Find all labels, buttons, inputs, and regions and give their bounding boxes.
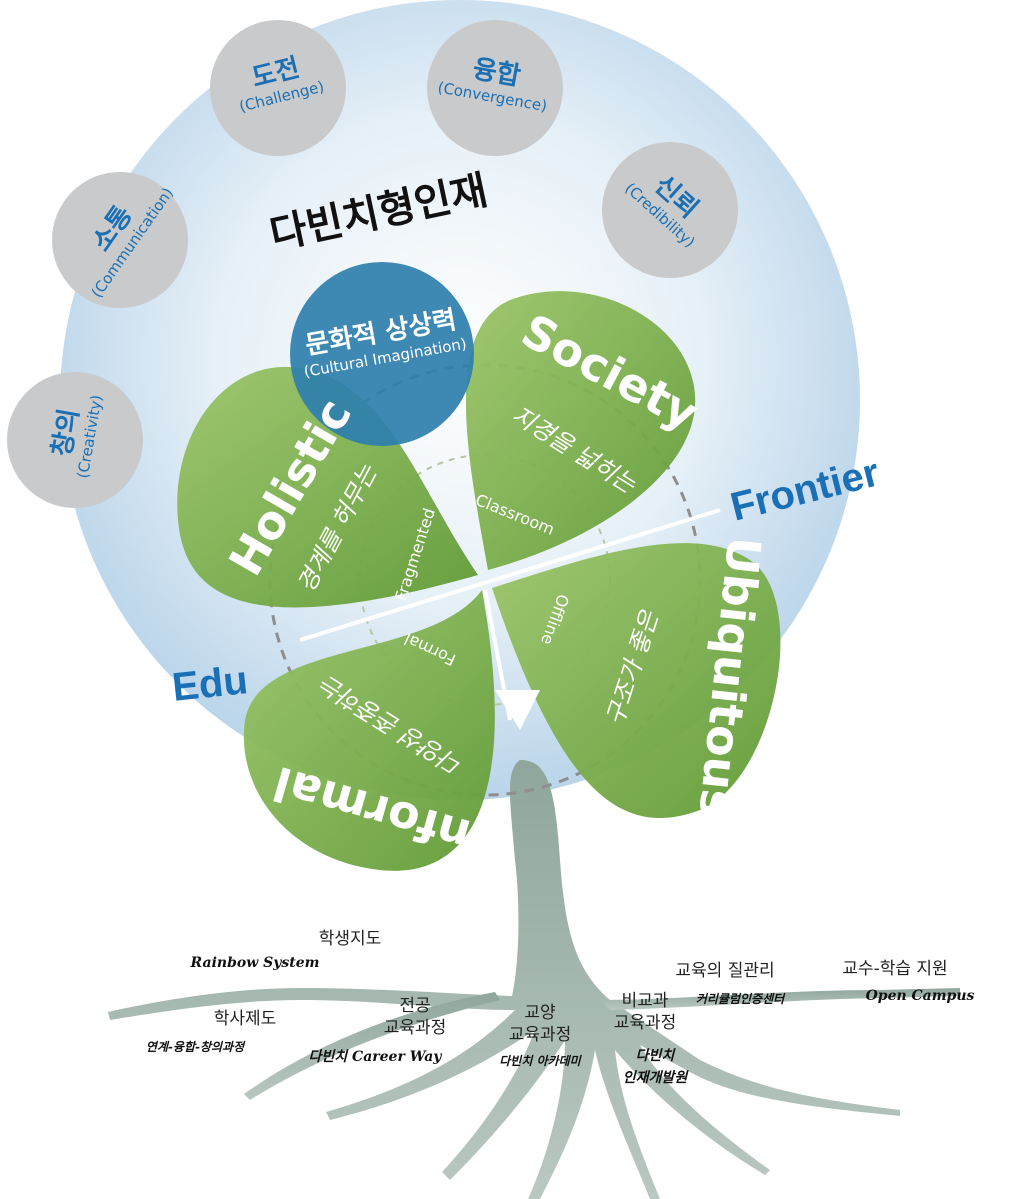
value-circle-challenge [210, 20, 346, 156]
root-label-extracurricular: 비교과 교육과정 [613, 991, 677, 1033]
value-circle-creativity [7, 372, 143, 508]
root-label-liberal-curriculum: 교양 교육과정 [508, 1003, 572, 1045]
value-circle-credibility [602, 142, 738, 278]
leaf-informal [243, 590, 495, 871]
root-sub-teaching-support: Open Campus [865, 988, 975, 1004]
root-sub-student-guidance: Rainbow System [190, 955, 320, 971]
value-circle-convergence [427, 20, 563, 156]
root-sub-academic-system: 연계-융합-창의과정 [145, 1040, 245, 1054]
root-sub-major-curriculum: 다빈치 Career Way [308, 1049, 442, 1065]
leaf-society [465, 291, 696, 570]
value-circle-communication [52, 172, 188, 308]
trunk-and-roots [108, 760, 960, 1199]
root-label-academic-system: 학사제도 [213, 1009, 277, 1029]
arrow-head [495, 690, 540, 730]
root-label-student-guidance: 학생지도 [318, 929, 382, 949]
root-label-quality-management: 교육의 질관리 [675, 961, 775, 981]
root-sub-liberal-curriculum: 다빈치 아카데미 [499, 1054, 581, 1068]
root-label-major-curriculum: 전공 교육과정 [383, 996, 447, 1038]
root-sub-extracurricular: 다빈치 인재개발원 [622, 1048, 688, 1086]
root-label-teaching-support: 교수-학습 지원 [842, 959, 948, 979]
leaf-holistic [177, 366, 478, 608]
root-sub-quality-management: 커리큘럼인증센터 [695, 992, 785, 1006]
center-circle [290, 262, 474, 446]
leaf-ubiquitous [492, 543, 781, 819]
